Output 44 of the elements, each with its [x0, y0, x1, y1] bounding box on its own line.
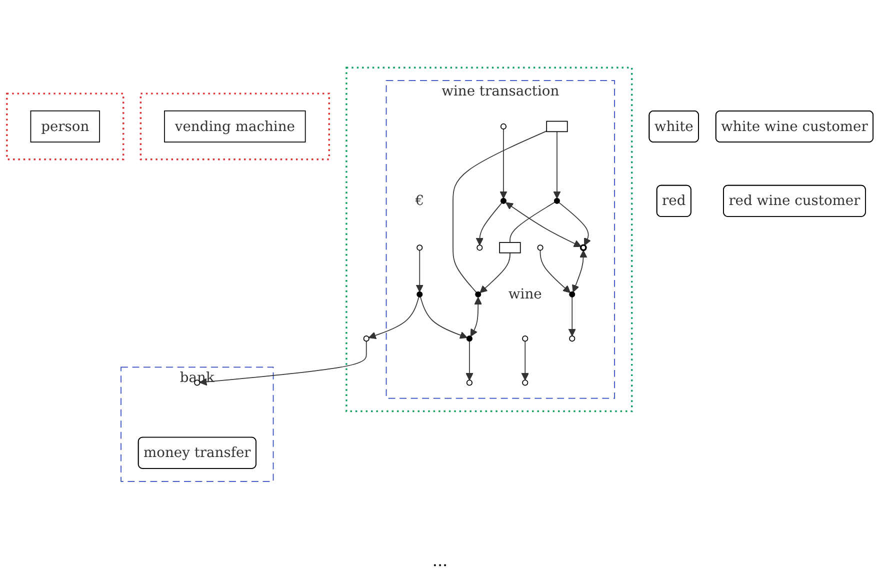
node-circle: [500, 123, 507, 130]
node-circle: [569, 336, 576, 342]
node-box: [499, 242, 521, 254]
cluster: [6, 92, 124, 160]
node-circle: [522, 380, 528, 386]
arrow: [553, 131, 561, 199]
node-circle: [416, 291, 423, 298]
arrow: [521, 340, 529, 380]
arrow: [540, 250, 571, 294]
node-circle: [500, 198, 507, 204]
node-circle: [466, 380, 472, 386]
arrow: [368, 296, 420, 340]
cluster: [140, 92, 330, 160]
node-label: €: [415, 192, 424, 209]
arrow: [476, 202, 502, 246]
node-circle: [554, 198, 560, 204]
arrow: [199, 340, 367, 386]
arrow: [506, 202, 582, 248]
arrow: [416, 250, 424, 292]
node-circle: [522, 336, 528, 342]
node-circle: [580, 244, 587, 252]
arrow: [572, 250, 588, 292]
connector: [510, 202, 556, 243]
arrow: [480, 252, 510, 294]
arrow: [568, 296, 576, 336]
node-circle: [569, 291, 576, 298]
node-circle: [537, 244, 544, 251]
node-circle: [363, 336, 370, 342]
arrow: [500, 128, 508, 199]
node-circle: [416, 244, 423, 251]
arrow: [420, 296, 468, 339]
cluster: [346, 66, 633, 412]
node-box: [546, 120, 568, 132]
arrow: [470, 297, 482, 337]
node-circle: [475, 291, 482, 298]
note-text: ...: [432, 551, 448, 570]
arrow: [466, 340, 474, 380]
node-circle: [476, 244, 483, 251]
connector: [452, 130, 548, 293]
node-label: wine: [508, 286, 542, 302]
arrow: [558, 202, 591, 246]
node-box: person: [30, 110, 100, 142]
node-circle: [466, 336, 472, 342]
node-box: vending machine: [164, 110, 306, 142]
